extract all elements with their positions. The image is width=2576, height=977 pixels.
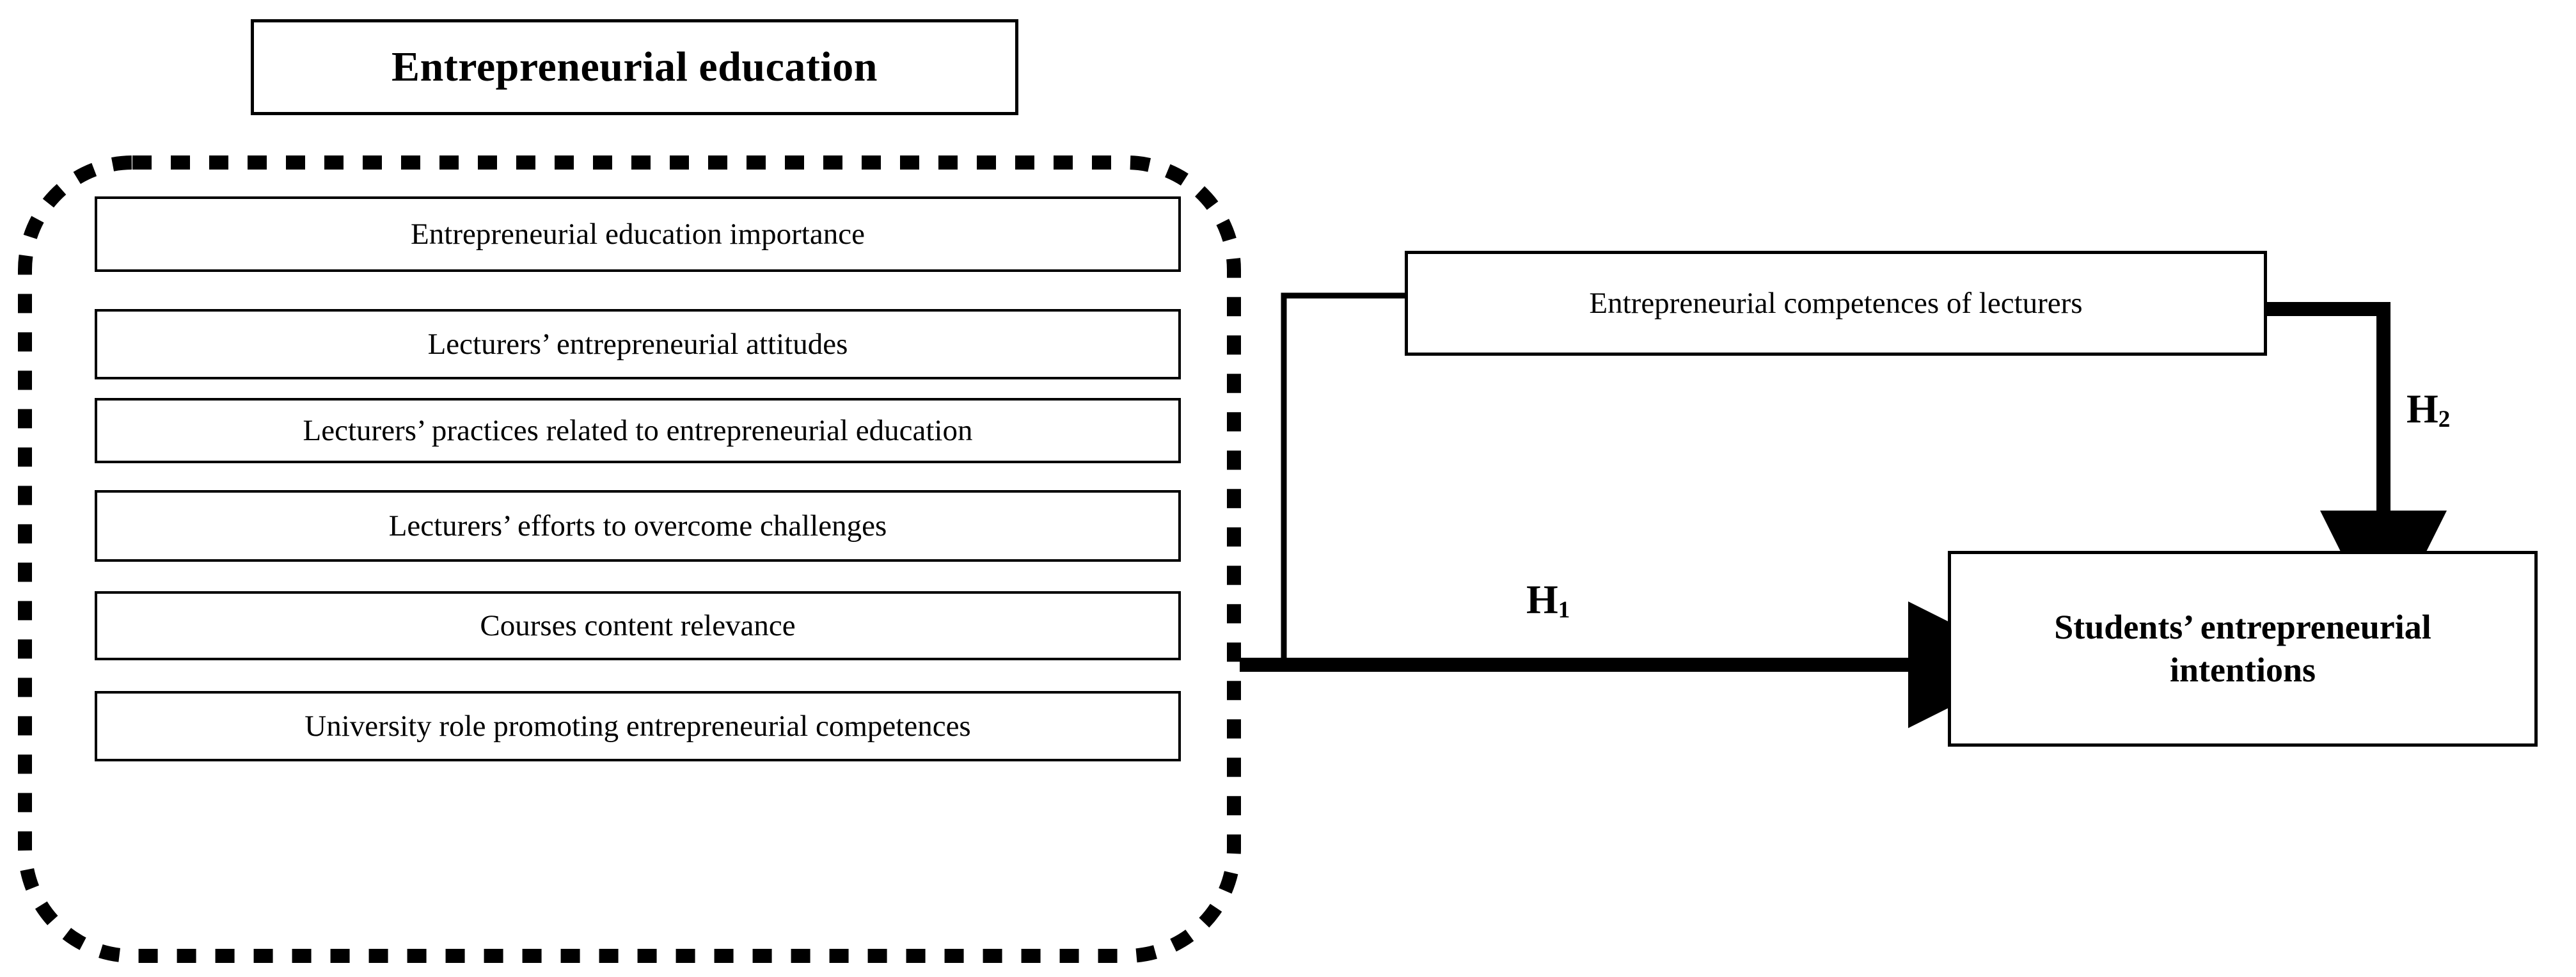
factor-label: Entrepreneurial education importance	[411, 217, 865, 251]
factor-box: Lecturers’ entrepreneurial attitudes	[95, 309, 1181, 379]
factor-label: Lecturers’ practices related to entrepre…	[303, 413, 973, 447]
h2-subscript: 2	[2438, 406, 2451, 433]
h2-letter: H	[2406, 386, 2438, 431]
factor-label: Lecturers’ entrepreneurial attitudes	[427, 327, 848, 361]
students-entrepreneurial-intentions-node: Students’ entrepreneurial intentions	[1948, 551, 2538, 747]
page-title: Entrepreneurial education	[391, 44, 878, 90]
factor-box: University role promoting entrepreneuria…	[95, 691, 1181, 761]
node-label-line1: Students’ entrepreneurial	[2054, 607, 2431, 646]
entrepreneurial-competences-node: Entrepreneurial competences of lecturers	[1405, 251, 2267, 356]
factor-box: Courses content relevance	[95, 591, 1181, 660]
h1-letter: H	[1526, 576, 1558, 622]
factor-box: Entrepreneurial education importance	[95, 196, 1181, 272]
competences-to-h1-connector	[1281, 292, 1405, 665]
factor-box: Lecturers’ practices related to entrepre…	[95, 398, 1181, 463]
factor-label: Courses content relevance	[480, 608, 796, 642]
factor-label: University role promoting entrepreneuria…	[304, 709, 971, 743]
title-box: Entrepreneurial education	[251, 19, 1018, 115]
factor-box: Lecturers’ efforts to overcome challenge…	[95, 490, 1181, 562]
h1-label: H1	[1526, 576, 1570, 623]
node-label: Entrepreneurial competences of lecturers	[1589, 287, 2083, 320]
h1-subscript: 1	[1558, 596, 1570, 623]
node-label: Students’ entrepreneurial intentions	[2037, 606, 2448, 692]
factor-label: Lecturers’ efforts to overcome challenge…	[388, 509, 887, 543]
h2-arrow	[2267, 302, 2447, 637]
h2-label: H2	[2406, 385, 2450, 433]
node-label-line2: intentions	[2169, 651, 2316, 689]
